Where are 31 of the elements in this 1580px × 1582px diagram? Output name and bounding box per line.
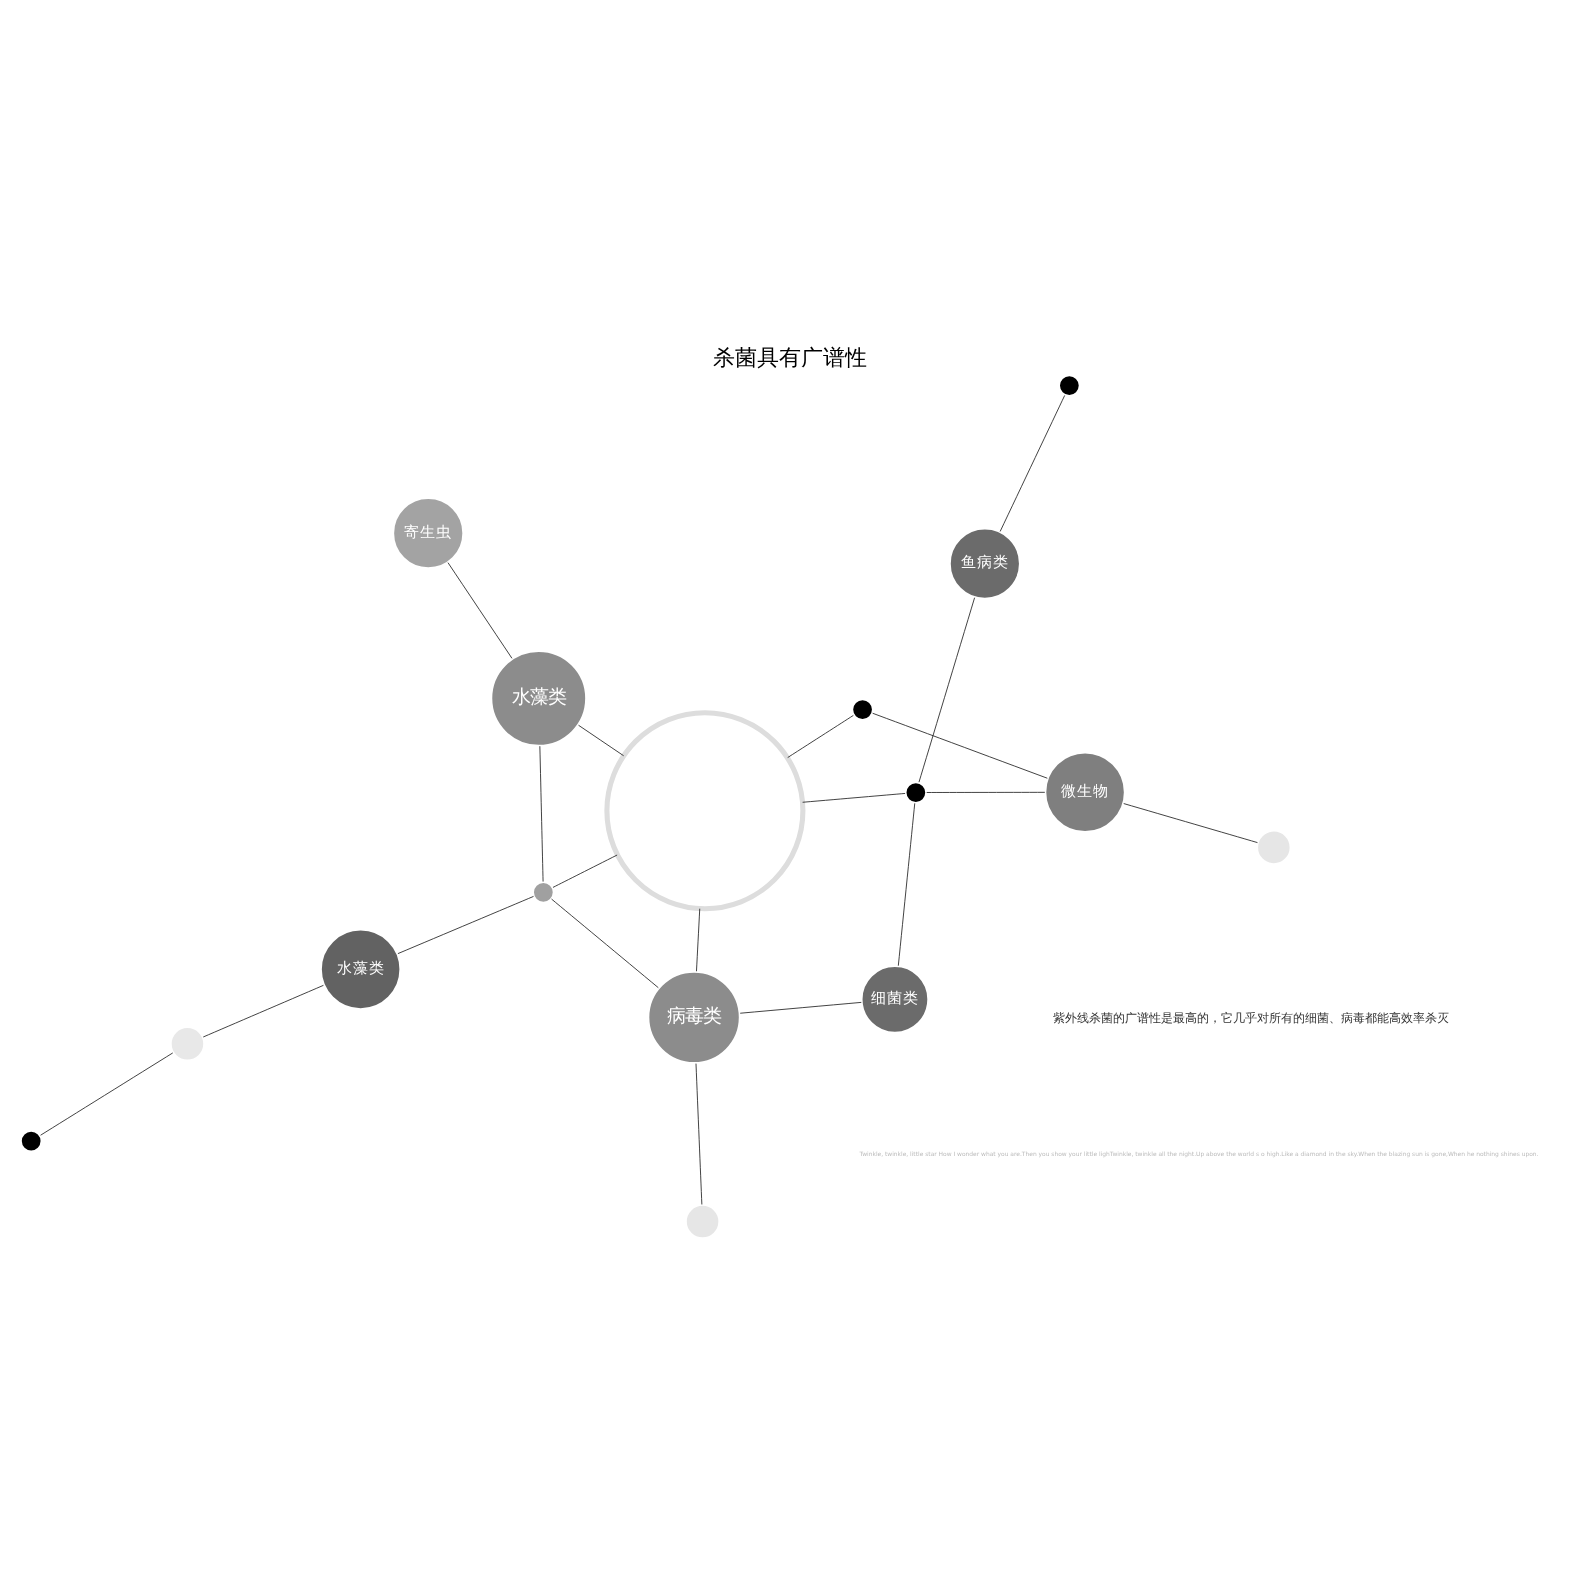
node-circle: [850, 697, 875, 722]
node-circle: [1057, 373, 1082, 398]
connector: [918, 597, 976, 783]
node-circle: [604, 710, 806, 912]
connector: [696, 908, 701, 972]
connector: [40, 1052, 174, 1136]
node-circle: [169, 1025, 206, 1063]
node-circle: [684, 1203, 721, 1240]
connector: [1123, 803, 1258, 844]
node-circle: [531, 880, 556, 905]
node-circle: [903, 780, 928, 805]
node-circle: [19, 1129, 44, 1153]
connector: [926, 791, 1046, 793]
connector: [872, 712, 1048, 779]
connector: [578, 724, 625, 757]
connector: [202, 984, 324, 1038]
connector: [787, 714, 854, 758]
connector: [802, 793, 906, 803]
connector: [695, 1063, 703, 1205]
connector: [552, 854, 618, 888]
node-circle: 水藻类: [489, 649, 588, 748]
node-circle: [1255, 829, 1293, 866]
connector: [539, 745, 544, 882]
diagram-title: 杀菌具有广谱性: [713, 344, 867, 371]
connector: [897, 802, 916, 967]
connector: [999, 395, 1066, 532]
connector: [551, 898, 659, 989]
connector: [739, 1001, 862, 1014]
connector: [447, 562, 513, 659]
connector: [397, 896, 534, 955]
node-circle: 病毒类: [646, 970, 742, 1065]
